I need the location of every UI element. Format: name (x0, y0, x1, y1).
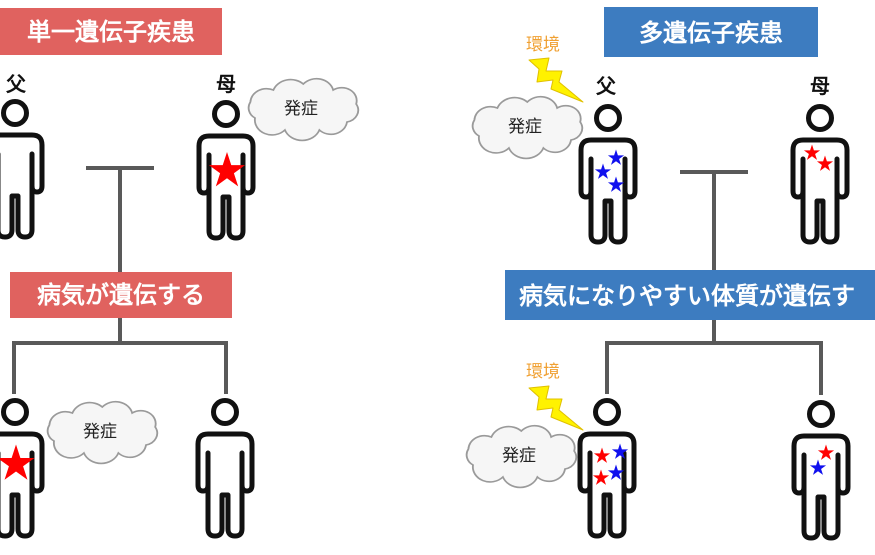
single-gene-title: 単一遺伝子疾患 (27, 18, 195, 46)
lightning-icon (528, 57, 584, 103)
child-symptom-cloud: 発症 (465, 424, 578, 489)
multi-gene-inheritance-box: 病気になりやすい体質が遺伝す (505, 270, 875, 320)
father-symptom-text: 発症 (508, 117, 542, 137)
child-symptom-text: 発症 (83, 422, 117, 442)
inheritance-background (10, 272, 232, 318)
lightning-icon (528, 385, 584, 431)
single-gene-title-box: 単一遺伝子疾患 (0, 8, 222, 55)
child-symptom-cloud: 発症 (46, 400, 159, 465)
father-symptom-cloud: 発症 (471, 95, 584, 160)
affected-child-person-icon (580, 401, 634, 537)
father-person-icon (581, 107, 635, 243)
multi-gene-title: 多遺伝子疾患 (639, 19, 783, 47)
single-gene-inheritance-label: 病気が遺伝する (37, 281, 205, 309)
mother-label: 母 (810, 74, 830, 98)
father-label: 父 (5, 72, 27, 96)
single-gene-inheritance-box: 病気が遺伝する (10, 272, 232, 318)
mother-symptom-cloud: 発症 (247, 77, 360, 142)
mother-person-icon (793, 107, 847, 243)
multi-gene-title-box: 多遺伝子疾患 (604, 7, 818, 57)
multi-gene-panel: 多遺伝子疾患 環境 父 母 発症 病気になりやすい体質が遺伝す 環境 (465, 7, 875, 538)
title-background (0, 8, 222, 55)
inheritance-background (505, 270, 875, 320)
father-label: 父 (595, 74, 617, 98)
unaffected-child-person-icon (198, 401, 252, 537)
multi-gene-inheritance-label: 病気になりやすい体質が遺伝す (519, 282, 855, 310)
father-environment-label: 環境 (526, 35, 560, 55)
mother-label: 母 (216, 72, 236, 96)
child-symptom-text: 発症 (502, 446, 536, 466)
single-gene-panel: 単一遺伝子疾患 父 母 発症 病気が遺伝する 発症 (0, 8, 360, 537)
father-person-icon (0, 102, 42, 238)
title-background (604, 7, 818, 57)
mother-symptom-text: 発症 (284, 99, 318, 119)
child-environment-label: 環境 (526, 362, 560, 382)
